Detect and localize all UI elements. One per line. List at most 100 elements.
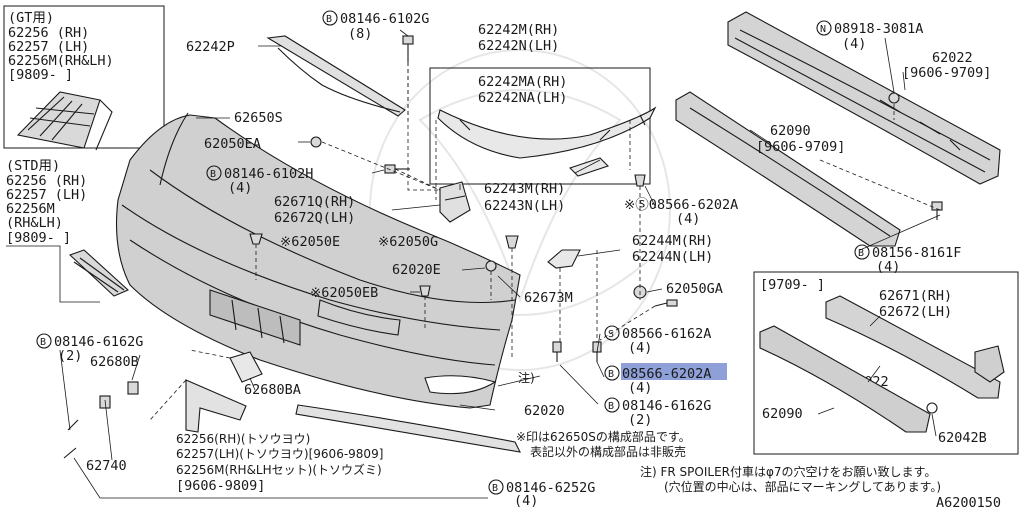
svg-text:B: B xyxy=(40,337,46,348)
svg-text:(4): (4) xyxy=(228,180,252,196)
label-08918-3081a: 08918-3081A xyxy=(834,21,923,37)
label-62022: 62022 xyxy=(932,50,973,66)
svg-text:62672Q(LH): 62672Q(LH) xyxy=(274,210,355,226)
svg-text:[9606-9709]: [9606-9709] xyxy=(756,139,845,155)
label-08146-6162g-right: 08146-6162G xyxy=(622,398,711,414)
clip-icon xyxy=(505,235,519,249)
svg-text:(4): (4) xyxy=(842,36,866,52)
svg-text:(2): (2) xyxy=(628,412,652,428)
label-62020: 62020 xyxy=(524,403,565,419)
svg-text:N: N xyxy=(820,24,826,35)
note-chu-1: 注) FR SPOILER付車はφ7の穴空けをお願い致します。 xyxy=(640,464,936,479)
bolt-icon xyxy=(63,419,79,459)
std-title: (STD用) xyxy=(6,158,60,174)
svg-text:62243N(LH): 62243N(LH) xyxy=(484,198,565,214)
std-callout: (STD用) 62256 (RH) 62257 (LH) 62256M (RH&… xyxy=(6,158,130,303)
leader-lines xyxy=(59,29,941,499)
center-bracket-62242ma xyxy=(429,67,657,185)
svg-text:62257(LH)(トソウヨウ)[9606-9809]: 62257(LH)(トソウヨウ)[9606-9809] xyxy=(176,447,383,461)
reinforcement-62022 xyxy=(727,11,1001,185)
note-star-1: ※印は62650Sの構成部品です。 xyxy=(516,429,691,444)
gt-line-3: 62256M(RH&LH) xyxy=(8,53,114,69)
clip-icon xyxy=(310,136,322,148)
label-62244m: 62244M(RH) xyxy=(632,233,713,249)
bolt-icon xyxy=(402,35,414,62)
label-08566-6202a-top: ※Ⓢ08566-6202A xyxy=(624,197,738,213)
bracket-62256 xyxy=(185,379,247,433)
note-star-2: 表記以外の構成部品は非販売 xyxy=(530,444,686,459)
label-62242ma: 62242MA(RH) xyxy=(478,74,567,90)
clip-icon xyxy=(419,285,431,297)
svg-text:62257 (LH): 62257 (LH) xyxy=(6,187,87,203)
svg-text:B: B xyxy=(210,169,216,180)
bolt-icon xyxy=(931,201,943,220)
nut-symbol-n xyxy=(816,20,832,36)
label-62020e: 62020E xyxy=(392,262,441,278)
svg-text:B: B xyxy=(608,369,614,380)
svg-text:B: B xyxy=(858,248,864,259)
lower-lip-62020 xyxy=(295,404,521,453)
assembly-lines xyxy=(149,62,941,421)
label-62050eb: ※62050EB xyxy=(310,285,378,301)
svg-text:62242NA(LH): 62242NA(LH) xyxy=(478,90,567,106)
diagram-id: A6200150 xyxy=(936,495,1001,510)
label-62242m: 62242M(RH) xyxy=(478,22,559,38)
label-62050ga: 62050GA xyxy=(666,281,723,297)
svg-text:(4): (4) xyxy=(876,259,900,275)
label-08566-6162a: 08566-6162A xyxy=(622,326,711,342)
svg-text:62672(LH): 62672(LH) xyxy=(879,304,952,320)
gt-title: (GT用) xyxy=(8,10,54,26)
label-08566-6202a-highlighted: 08566-6202A xyxy=(622,366,711,382)
label-62680b: 62680B xyxy=(90,354,139,370)
svg-text:62256 (RH): 62256 (RH) xyxy=(6,173,87,189)
label-62740: 62740 xyxy=(86,458,127,474)
label-08146-6102g: 08146-6102G xyxy=(340,11,429,27)
label-62090: 62090 xyxy=(770,123,811,139)
upper-retainer-62242p xyxy=(266,35,406,117)
gt-grille-part xyxy=(16,91,113,151)
svg-text:B: B xyxy=(492,483,498,494)
svg-text:62671(RH): 62671(RH) xyxy=(879,288,952,304)
label-62242p: 62242P xyxy=(186,39,235,55)
label-62256-bottom-1: 62256(RH)(トソウヨウ) xyxy=(176,432,310,446)
svg-text:[9606-9809]: [9606-9809] xyxy=(176,478,265,494)
svg-text:62242N(LH): 62242N(LH) xyxy=(478,38,559,54)
inset-9709: [9709- ] 62671(RH) 62672(LH) 62022 62090… xyxy=(753,271,1019,455)
clip-icon xyxy=(634,174,646,187)
absorber-62090 xyxy=(675,91,901,247)
highlight-08566-6202a xyxy=(621,363,727,380)
gt-inset: (GT用) 62256 (RH) 62257 (LH) 62256M(RH&LH… xyxy=(3,5,165,151)
gt-line-4: [9809- ] xyxy=(8,67,73,83)
label-62243m: 62243M(RH) xyxy=(484,181,565,197)
bolt-symbol-b xyxy=(322,10,338,26)
label-chu: 注) xyxy=(518,370,535,385)
label-62680ba: 62680BA xyxy=(244,382,301,398)
svg-text:B: B xyxy=(608,401,614,412)
svg-text:[9606-9709]: [9606-9709] xyxy=(902,65,991,81)
label-08156-8161f: 08156-8161F xyxy=(872,245,961,261)
label-08146-6162g-left: 08146-6162G xyxy=(54,334,143,350)
label-08146-6102h: 08146-6102H xyxy=(224,166,313,182)
note-chu-2: (穴位置の中心は、部品にマーキングしてあります。) xyxy=(664,479,941,494)
svg-text:[9709- ]: [9709- ] xyxy=(760,277,825,293)
svg-text:(4): (4) xyxy=(628,380,652,396)
bracket-62680ba xyxy=(229,351,263,383)
svg-text:(RH&LH): (RH&LH) xyxy=(6,215,63,231)
svg-text:(8): (8) xyxy=(348,26,372,42)
clip-icon xyxy=(485,260,497,272)
clip-62244m xyxy=(547,249,581,269)
svg-text:62256M(RH&LHセット)(トソウズミ): 62256M(RH&LHセット)(トソウズミ) xyxy=(176,462,382,477)
svg-text:(2): (2) xyxy=(58,348,82,364)
label-62673m: 62673M xyxy=(524,290,573,306)
label-62050g: ※62050G xyxy=(378,234,438,250)
label-62650s: 62650S xyxy=(234,110,283,126)
label-62050ea: 62050EA xyxy=(204,136,261,152)
svg-text:62256M: 62256M xyxy=(6,201,55,217)
svg-text:62244N(LH): 62244N(LH) xyxy=(632,249,713,265)
fasteners xyxy=(63,35,943,459)
bolt-icon xyxy=(552,341,562,362)
label-08146-6252g: 08146-6252G xyxy=(506,480,595,496)
gt-line-2: 62257 (LH) xyxy=(8,39,89,55)
clip-icon xyxy=(127,381,139,395)
